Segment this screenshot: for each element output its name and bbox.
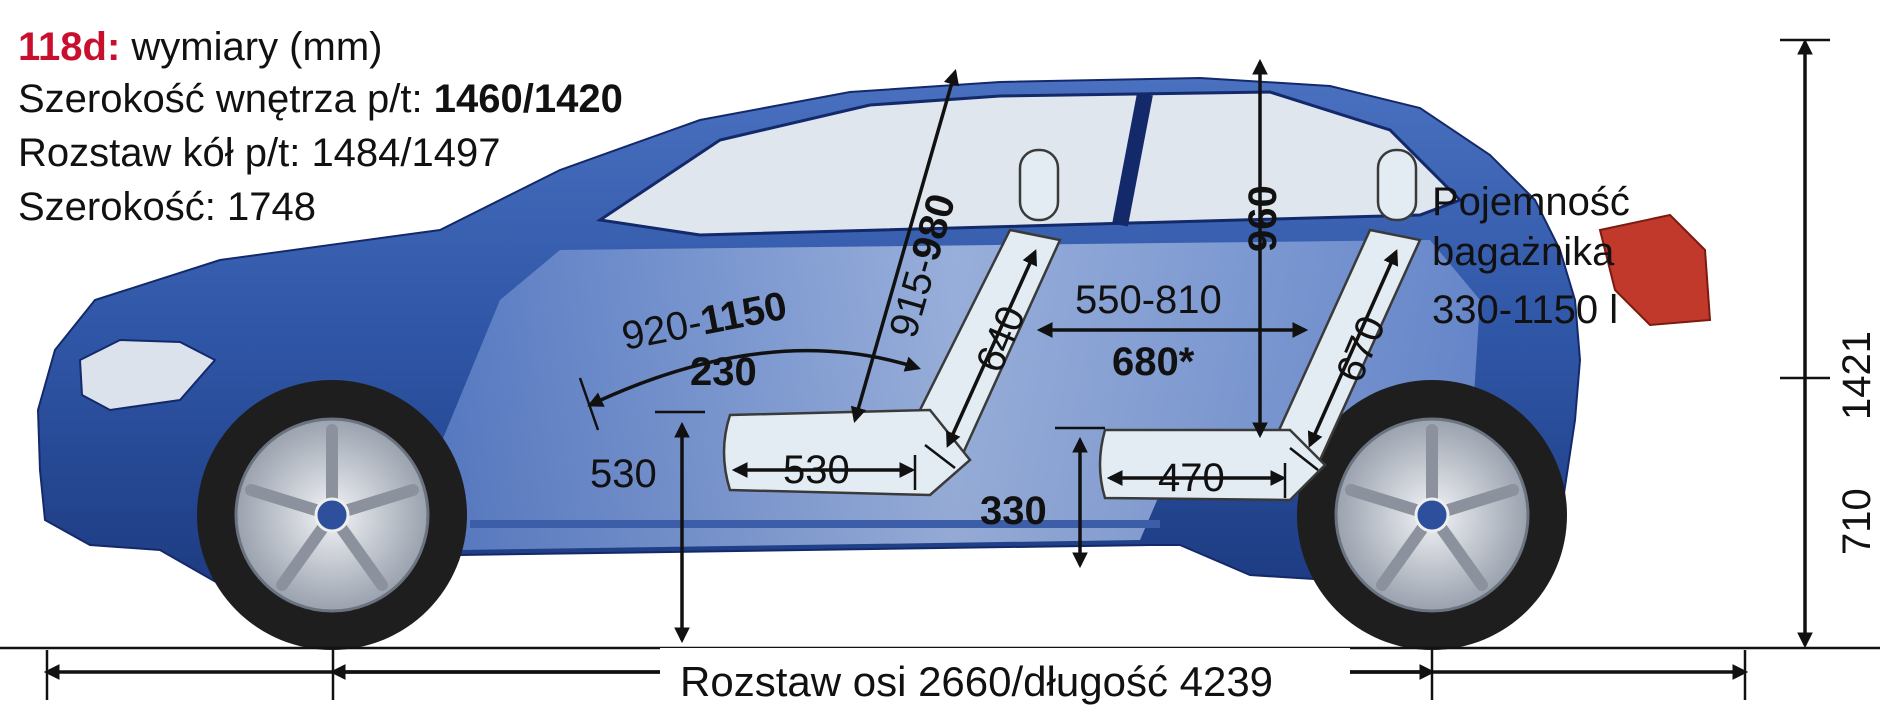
interior-width-label: Szerokość wnętrza p/t: [18,77,434,121]
front-wheel [197,380,467,650]
spec-title: 118d: wymiary (mm) [18,25,382,69]
rear-headroom-label: 960 [1241,185,1285,252]
width-line: Szerokość: 1748 [18,185,316,229]
spec-header: 118d: wymiary (mm) Szerokość wnętrza p/t… [18,25,623,229]
title-rest: wymiary (mm) [120,25,382,69]
rear-knee-a-label: 550-810 [1075,278,1222,322]
trunk-line-2: bagażnika [1432,230,1615,274]
car-b-pillar [1112,92,1153,227]
front-seat-height-label: 530 [590,452,657,496]
bottom-label-bg [660,648,1350,704]
interior-width-value: 1460/1420 [434,77,623,121]
height-lower-label: 710 [1835,488,1879,555]
trunk-line-1: Pojemność [1432,180,1630,224]
bottom-dimension-label: Rozstaw osi 2660/długość 4239 [680,658,1273,705]
taillight [1598,213,1712,327]
rear-backrest-arrow [1307,249,1399,448]
interior-width-line: Szerokość wnętrza p/t: 1460/1420 [18,77,623,121]
trunk-line-3: 330-1150 l [1432,288,1618,332]
rear-cushion-label: 470 [1158,456,1225,500]
rear-headrest [1376,148,1418,222]
track-line: Rozstaw kół p/t: 1484/1497 [18,131,501,175]
height-total-label: 1421 [1835,331,1879,420]
headlight [78,338,217,412]
front-cushion-label: 530 [783,448,850,492]
front-legroom-arrow [587,348,921,407]
front-backrest-arrow [945,249,1038,448]
car-rocker-line [470,520,1160,528]
front-seat-travel-label: 230 [690,350,757,394]
front-headrest [1018,148,1060,222]
model-name: 118d: [18,25,120,69]
rear-seat-height-label: 330 [980,489,1047,533]
rear-knee-b-label: 680* [1112,340,1195,384]
